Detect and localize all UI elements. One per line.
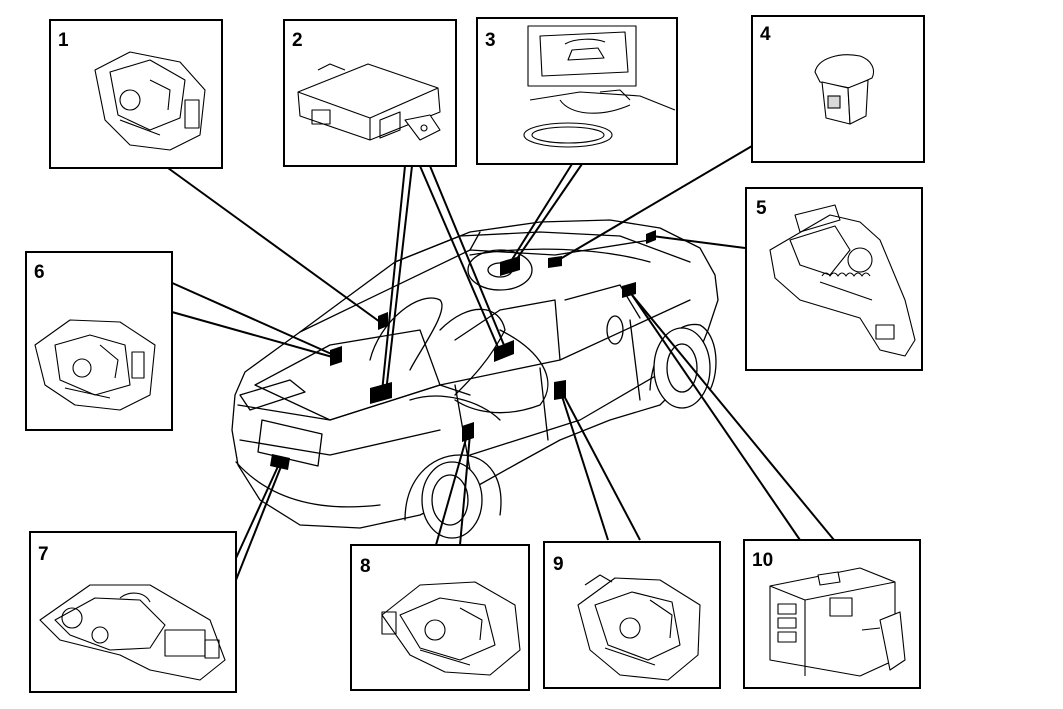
lock-5-icon	[577, 574, 701, 681]
callout-9: 7	[29, 531, 237, 693]
callout-number-8: 5	[756, 198, 767, 219]
callout-10: 3	[476, 17, 678, 165]
hood-lock-8-icon	[769, 204, 916, 357]
callout-8: 5	[745, 187, 923, 371]
callout-number-9: 7	[38, 544, 49, 565]
callout-number-1: 10	[752, 550, 773, 571]
callout-number-10: 3	[485, 30, 496, 51]
lock-7-icon	[381, 581, 521, 676]
callout-number-3: 2	[292, 30, 303, 51]
control-module-3-icon	[297, 63, 441, 141]
sensor-2-icon	[814, 54, 875, 125]
callout-1: 10	[743, 539, 921, 689]
trunk-lock-9-icon	[39, 584, 226, 681]
callout-3: 2	[283, 19, 457, 167]
marker-module-3-front	[494, 340, 514, 362]
lock-6-icon	[34, 319, 156, 411]
leader-lines	[167, 145, 835, 581]
marker-lock-8	[646, 230, 656, 244]
car-illustration	[231, 219, 719, 539]
callout-number-5: 9	[553, 554, 564, 575]
callout-7: 8	[350, 544, 530, 691]
callout-2: 4	[751, 15, 925, 163]
module-1-icon	[769, 567, 906, 677]
interior-lock-switch-10-icon	[523, 25, 676, 148]
callout-6: 6	[25, 251, 173, 431]
callout-4: 1	[49, 19, 223, 169]
marker-lock-4	[378, 312, 388, 330]
lock-4-icon	[94, 51, 206, 151]
callout-number-2: 4	[760, 24, 771, 45]
callout-number-7: 8	[360, 556, 371, 577]
callout-number-4: 1	[58, 30, 69, 51]
callout-number-6: 6	[34, 262, 45, 283]
callout-5: 9	[543, 541, 721, 689]
